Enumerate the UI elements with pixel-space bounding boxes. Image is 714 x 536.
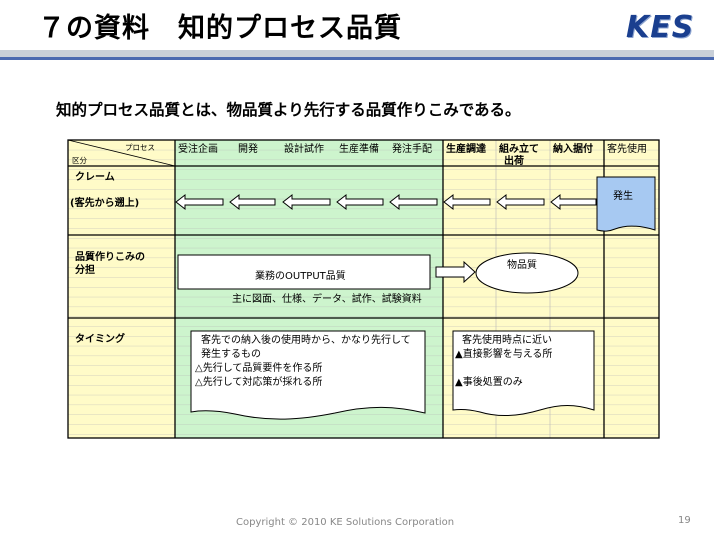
goods-quality-ellipse: [475, 252, 579, 294]
row-quality-title2: 分担: [75, 263, 95, 276]
claim-arrows: [175, 193, 597, 211]
copyright-footer: Copyright © 2010 KE Solutions Corporatio…: [236, 517, 455, 528]
occurrence-label: 発生: [613, 189, 633, 202]
downstream-timing-line-1: 客先使用時点に近い: [462, 333, 552, 346]
downstream-timing-document: [452, 330, 595, 417]
downstream-timing-text: 客先使用時点に近い ▲直接影響を与える所 ▲事後処置のみ: [455, 333, 552, 388]
col-order-planning: 受注企画: [178, 142, 218, 155]
occurrence-document-shape: [596, 176, 656, 232]
col-shipping: 出荷: [504, 154, 524, 167]
upstream-timing-line-4: △先行して対応策が採れる所: [195, 375, 322, 388]
claim-arrow-8: [550, 193, 597, 211]
row-claim-title: クレーム: [75, 171, 115, 183]
col-assembly: 組み立て: [499, 142, 539, 155]
upstream-timing-line-2: 発生するもの: [201, 347, 261, 360]
company-logo: KES: [626, 10, 695, 45]
col-procurement: 生産調達: [446, 142, 486, 155]
downstream-timing-line-3: ▲事後処置のみ: [455, 375, 523, 388]
claim-arrow-2: [229, 193, 276, 211]
col-production-prep: 生産準備: [339, 142, 379, 155]
claim-arrow-6: [443, 193, 491, 211]
column-headers: 受注企画 開発 設計試作 生産準備 発注手配 生産調達 組み立て 出荷 納入据付…: [178, 142, 647, 167]
corner-category-label: 区分: [72, 156, 87, 165]
work-output-note: 主に図面、仕様、データ、試作、試験資料: [232, 292, 422, 305]
row-quality-title: 品質作りこみの: [75, 250, 145, 263]
col-development: 開発: [238, 142, 258, 155]
row-labels: クレーム (客先から遡上) 品質作りこみの 分担 タイミング: [70, 171, 145, 345]
slide-subtitle: 知的プロセス品質とは、物品質より先行する品質作りこみである。: [56, 101, 521, 119]
col-ordering: 発注手配: [392, 142, 432, 155]
header-divider-accent: [0, 57, 714, 60]
work-output-label: 業務のOUTPUT品質: [255, 269, 346, 282]
page-title: ７の資料 知的プロセス品質: [38, 13, 402, 44]
upstream-timing-line-1: 客先での納入後の使用時から、かなり先行して: [201, 333, 411, 346]
row-timing-title: タイミング: [75, 332, 125, 345]
page-number: 19: [678, 515, 691, 526]
upstream-timing-line-3: △先行して品質要件を作る所: [195, 361, 322, 374]
upstream-timing-document: [190, 330, 426, 420]
col-installation: 納入据付: [553, 142, 593, 155]
header-divider: [0, 50, 714, 57]
col-customer-use: 客先使用: [607, 142, 647, 155]
claim-arrow-3: [282, 193, 331, 211]
downstream-timing-line-2: ▲直接影響を与える所: [455, 347, 552, 360]
corner-process-label: プロセス: [125, 143, 155, 152]
claim-arrow-5: [389, 193, 438, 211]
row-claim-sub: (客先から遡上): [70, 196, 139, 209]
claim-arrow-4: [336, 193, 384, 211]
upstream-timing-text: 客先での納入後の使用時から、かなり先行して 発生するもの △先行して品質要件を作…: [195, 333, 411, 388]
corner-diagonal: [67, 139, 176, 167]
transfer-arrow: [435, 260, 476, 284]
claim-arrow-1: [175, 193, 224, 211]
claim-arrow-7: [496, 193, 545, 211]
goods-quality-label: 物品質: [507, 258, 537, 271]
table-frame: [67, 139, 660, 439]
work-output-box: [177, 254, 431, 290]
col-design-prototype: 設計試作: [284, 142, 324, 155]
